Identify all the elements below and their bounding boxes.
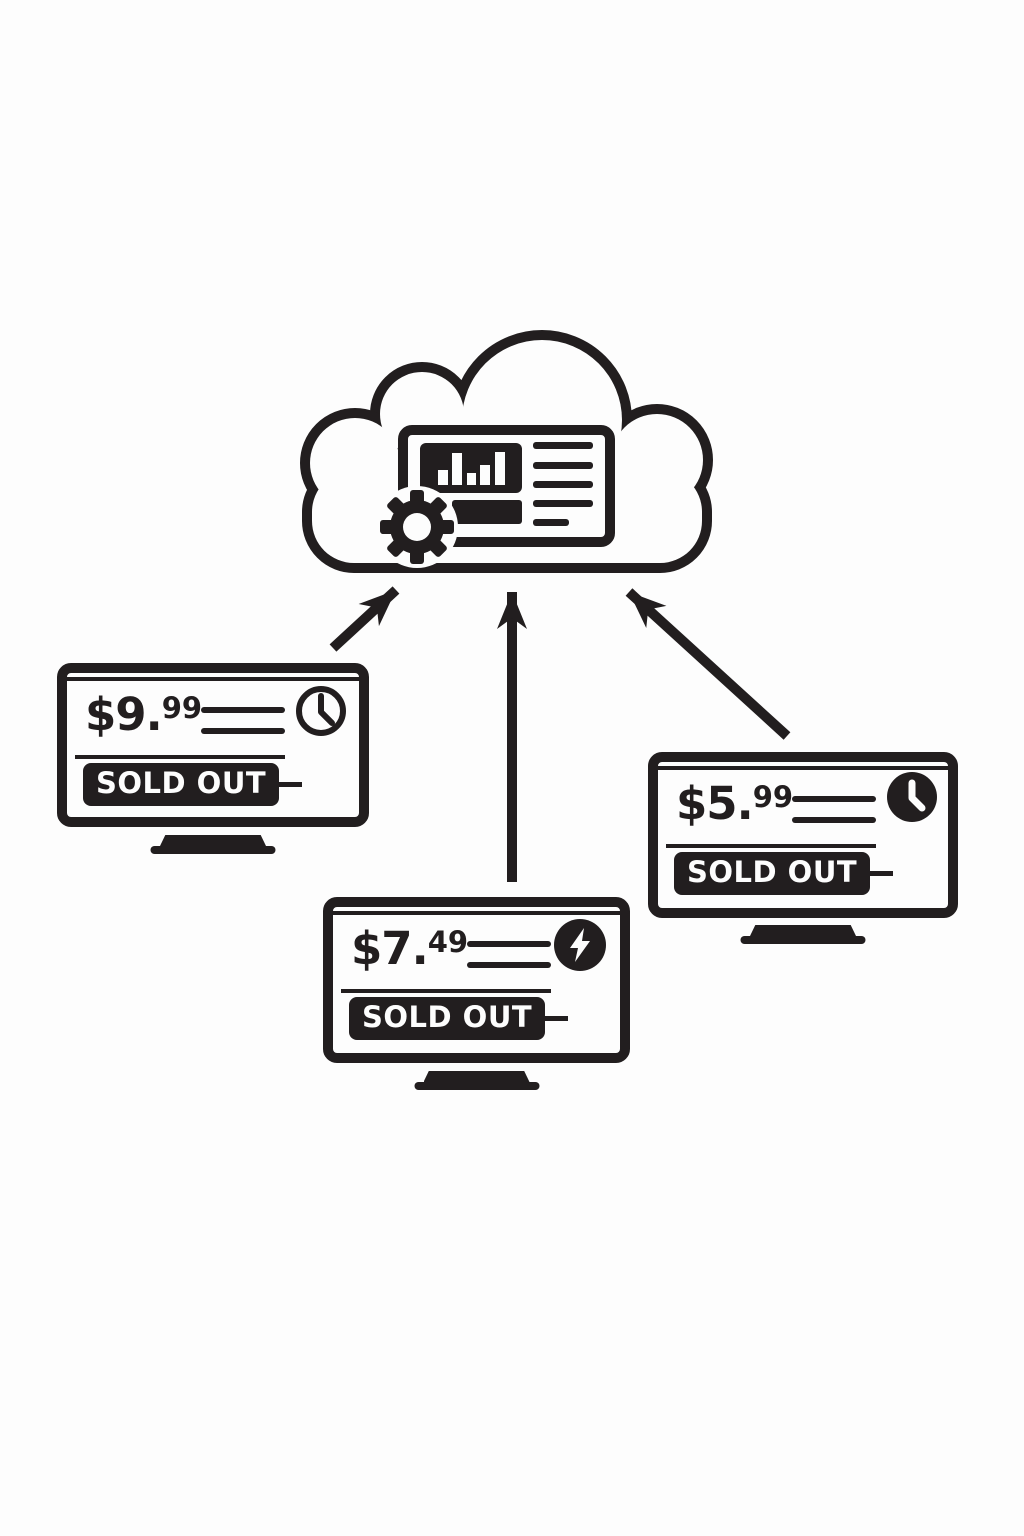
placeholder-line <box>201 707 285 713</box>
gear-icon <box>376 486 458 568</box>
monitor-stand-neck <box>160 835 266 846</box>
badge-tail-line <box>870 871 894 876</box>
sold-out-row: SOLD OUT <box>349 997 569 1040</box>
clock-filled-icon <box>887 772 937 822</box>
placeholder-lines <box>792 796 876 838</box>
price-cents: 49 <box>427 925 469 959</box>
monitor-stand-base <box>414 1082 539 1090</box>
bar-chart-icon <box>420 443 522 493</box>
placeholder-line <box>467 941 551 947</box>
sold-out-badge: SOLD OUT <box>349 997 546 1040</box>
screen-top-line <box>333 911 620 915</box>
placeholder-lines <box>467 941 551 983</box>
price-dollars: $5. <box>676 777 754 830</box>
divider-line <box>666 844 876 848</box>
arrow-right-to-cloud <box>625 588 791 740</box>
sold-out-badge: SOLD OUT <box>674 852 871 895</box>
arrow-left-to-cloud <box>329 586 400 652</box>
divider-line <box>75 755 285 759</box>
placeholder-line <box>201 728 285 734</box>
price-dollars: $9. <box>85 688 163 741</box>
placeholder-line <box>792 817 876 823</box>
sold-out-badge: SOLD OUT <box>83 763 280 806</box>
placeholder-line <box>792 796 876 802</box>
monitor-left: $9.99 SOLD OUT <box>57 663 369 863</box>
screen-top-line <box>658 766 948 770</box>
price-label: $5.99 <box>676 781 793 826</box>
monitor-stand-base <box>740 936 866 944</box>
price-label: $9.99 <box>85 692 202 737</box>
monitor-screen: $7.49 SOLD OUT <box>323 897 630 1063</box>
placeholder-lines <box>201 707 285 749</box>
monitor-stand-neck <box>750 925 856 936</box>
monitor-screen: $9.99 SOLD OUT <box>57 663 369 827</box>
monitor-middle: $7.49 SOLD OUT <box>323 897 630 1097</box>
price-cents: 99 <box>752 780 794 814</box>
content-block <box>452 500 522 524</box>
screen-top-line <box>67 677 359 681</box>
price-dollars: $7. <box>351 922 429 975</box>
monitor-right: $5.99 SOLD OUT <box>648 752 958 952</box>
divider-line <box>341 989 551 993</box>
badge-tail-line <box>279 782 303 787</box>
arrows <box>329 586 791 882</box>
placeholder-line <box>467 962 551 968</box>
price-cents: 99 <box>161 691 203 725</box>
lightning-icon <box>554 919 606 971</box>
sold-out-row: SOLD OUT <box>83 763 303 806</box>
monitor-stand-base <box>150 846 276 854</box>
card-text-lines <box>533 442 593 526</box>
monitor-screen: $5.99 SOLD OUT <box>648 752 958 918</box>
price-label: $7.49 <box>351 926 468 971</box>
badge-tail-line <box>545 1016 569 1021</box>
monitor-stand-neck <box>423 1071 530 1082</box>
sold-out-row: SOLD OUT <box>674 852 894 895</box>
clock-outline-icon <box>296 686 346 736</box>
